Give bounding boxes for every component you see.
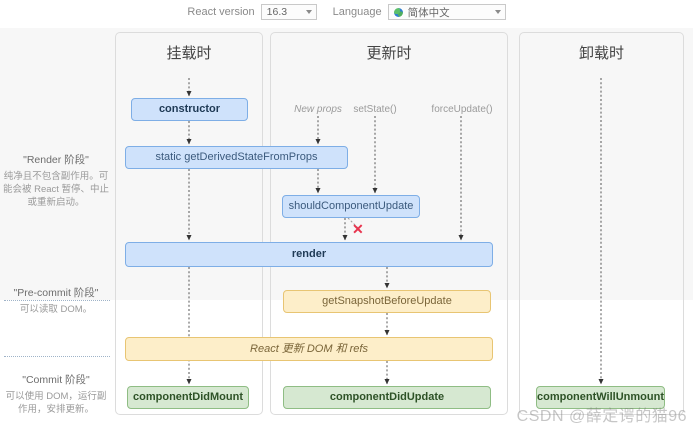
lifecycle-box-should-component-update[interactable]: shouldComponentUpdate <box>282 195 420 218</box>
lifecycle-box-react-dom-update: React 更新 DOM 和 refs <box>125 337 493 361</box>
lifecycle-box-get-derived-state-from-props[interactable]: static getDerivedStateFromProps <box>125 146 348 169</box>
lifecycle-box-constructor[interactable]: constructor <box>131 98 248 121</box>
skip-update-x-icon: ✕ <box>352 221 364 237</box>
note-divider <box>4 356 110 357</box>
language-select[interactable]: 简体中文 <box>387 4 506 20</box>
note-title: "Pre-commit 阶段" <box>13 287 99 299</box>
phase-notes-sidebar: "Render 阶段" 纯净且不包含副作用。可能会被 React 暂停、中止或重… <box>0 28 112 428</box>
trigger-force-update: forceUpdate() <box>431 104 493 115</box>
trigger-set-state: setState() <box>353 104 397 115</box>
note-precommit-phase: "Pre-commit 阶段" 可以读取 DOM。 <box>2 286 110 316</box>
react-version-label: React version <box>187 6 255 18</box>
globe-icon <box>393 7 403 17</box>
note-render-phase: "Render 阶段" 纯净且不包含副作用。可能会被 React 暂停、中止或重… <box>2 153 110 209</box>
lifecycle-box-get-snapshot-before-update[interactable]: getSnapshotBeforeUpdate <box>283 290 491 313</box>
column-title-mounting: 挂载时 <box>166 45 212 62</box>
toolbar: React version 16.3 Language 简体中文 <box>0 0 693 24</box>
note-commit-phase: "Commit 阶段" 可以使用 DOM，运行副作用，安排更新。 <box>2 373 110 416</box>
note-body: 可以使用 DOM，运行副作用，安排更新。 <box>5 391 107 415</box>
trigger-new-props: New props <box>294 104 342 115</box>
lifecycle-box-render[interactable]: render <box>125 242 493 267</box>
column-title-updating: 更新时 <box>366 45 412 62</box>
chevron-down-icon <box>494 10 501 14</box>
lifecycle-box-component-did-mount[interactable]: componentDidMount <box>127 386 249 409</box>
column-mounting <box>115 32 263 415</box>
language-value: 简体中文 <box>407 6 450 19</box>
react-version-value: 16.3 <box>266 6 288 18</box>
lifecycle-box-component-did-update[interactable]: componentDidUpdate <box>283 386 491 409</box>
watermark: CSDN @薛定谔的猫96 <box>516 408 687 425</box>
note-title: "Render 阶段" <box>23 154 89 166</box>
language-label: Language <box>332 6 382 18</box>
column-updating <box>270 32 508 415</box>
lifecycle-box-component-will-unmount[interactable]: componentWillUnmount <box>536 386 665 409</box>
react-version-select[interactable]: 16.3 <box>260 4 317 20</box>
note-divider <box>4 300 110 301</box>
language-control: Language 简体中文 <box>333 4 506 20</box>
note-title: "Commit 阶段" <box>22 374 90 386</box>
note-body: 纯净且不包含副作用。可能会被 React 暂停、中止或重新启动。 <box>2 171 110 208</box>
column-title-unmounting: 卸载时 <box>578 45 624 62</box>
column-unmounting <box>519 32 684 415</box>
react-version-control: React version 16.3 <box>187 4 317 20</box>
chevron-down-icon <box>305 10 312 14</box>
note-body: 可以读取 DOM。 <box>19 304 93 315</box>
